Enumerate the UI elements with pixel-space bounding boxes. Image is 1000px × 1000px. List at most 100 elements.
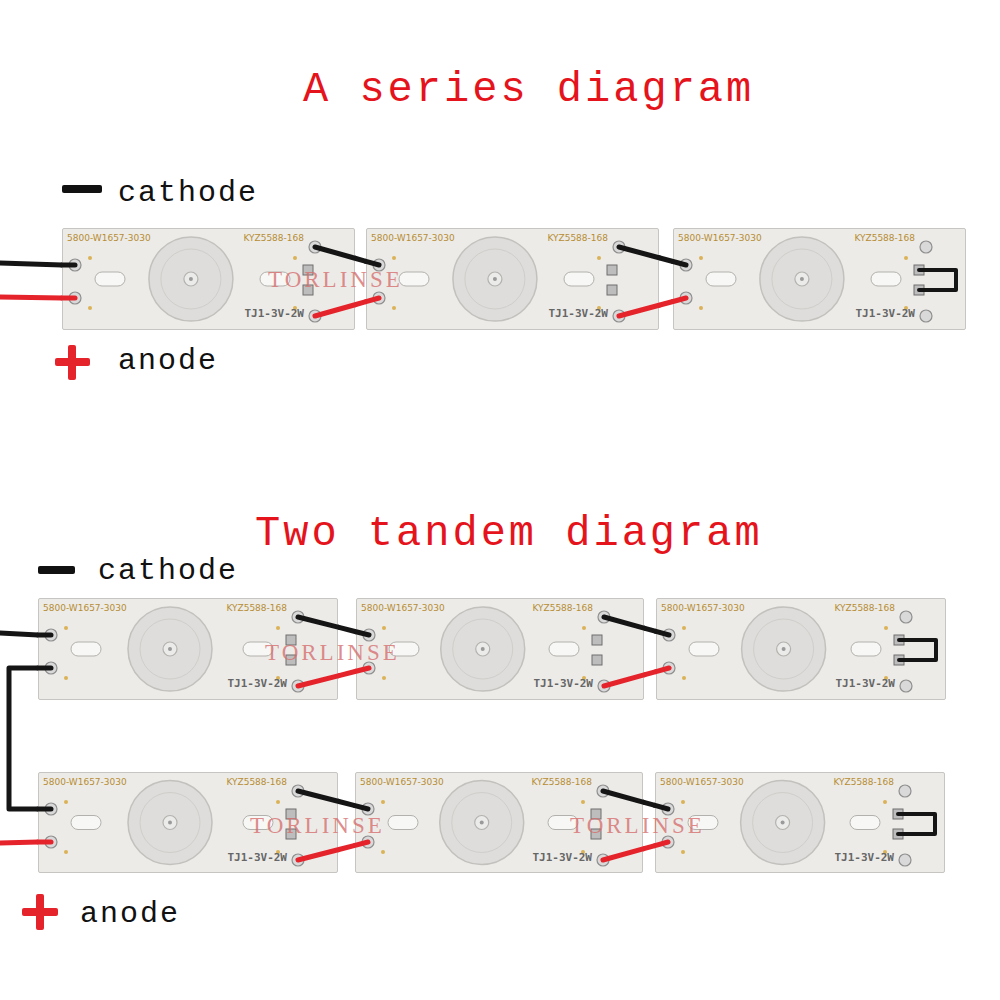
board-code: 5800-W1657-3030 [43, 777, 127, 787]
board-code: 5800-W1657-3030 [371, 233, 455, 243]
mount-slot [850, 816, 880, 830]
polarity-dot [392, 256, 396, 260]
lens-hub [163, 816, 177, 830]
mount-slot [851, 642, 881, 656]
square-pad [607, 285, 617, 295]
board-code: 5800-W1657-3030 [660, 777, 744, 787]
polarity-dot [392, 306, 396, 310]
wire-end [673, 298, 686, 301]
board-code: 5800-W1657-3030 [360, 777, 444, 787]
solder-pad [920, 310, 932, 322]
mount-slot [95, 272, 125, 286]
board-model: KYZ5588-168 [854, 233, 915, 243]
led-lens [741, 781, 825, 865]
lens-hub [777, 642, 791, 656]
mount-slot [71, 642, 101, 656]
led-lens [760, 237, 844, 321]
mount-slot [388, 816, 418, 830]
polarity-dot [883, 800, 887, 804]
lens-ring [753, 793, 813, 853]
mount-slot [549, 642, 579, 656]
board-rating: TJ1-3V-2W [244, 307, 304, 320]
jumper-wire [899, 640, 936, 660]
board-drawing [673, 228, 966, 330]
led-lens [440, 781, 524, 865]
wire-end [656, 668, 669, 672]
lens-ring [772, 249, 832, 309]
board-drawing [366, 228, 659, 330]
wire-end [356, 668, 369, 671]
lens-center [168, 821, 172, 825]
wire-end [298, 676, 338, 686]
lens-center [189, 277, 193, 281]
watermark: TORLINSE [265, 640, 400, 666]
board-rating: TJ1-3V-2W [855, 307, 915, 320]
polarity-dot [682, 626, 686, 630]
board-code: 5800-W1657-3030 [678, 233, 762, 243]
polarity-label: cathode [98, 554, 238, 588]
mount-slot [871, 272, 901, 286]
board-rating: TJ1-3V-2W [533, 677, 593, 690]
polarity-label: cathode [118, 176, 258, 210]
plus-symbol [68, 345, 76, 380]
input-wire-red [0, 842, 38, 843]
polarity-dot [381, 800, 385, 804]
wire-end [355, 842, 368, 845]
wire-end [298, 791, 338, 801]
lens-center [782, 647, 786, 651]
lens-center [480, 821, 484, 825]
wire-end [62, 263, 75, 268]
polarity-dot [904, 256, 908, 260]
jumper-wire [919, 270, 956, 290]
polarity-dot [64, 626, 68, 630]
polarity-label: anode [118, 344, 218, 378]
board-code: 5800-W1657-3030 [661, 603, 745, 613]
lens-hub [476, 642, 490, 656]
mount-slot [399, 272, 429, 286]
led-board: 5800-W1657-3030KYZ5588-168TJ1-3V-2W [656, 598, 946, 700]
mount-slot [689, 642, 719, 656]
wire-end [655, 842, 668, 846]
wire-end [604, 617, 644, 628]
polarity-dot [597, 256, 601, 260]
lens-center [168, 647, 172, 651]
wire-end [366, 298, 379, 302]
watermark: TORLINSE [570, 813, 705, 839]
wire-end [298, 617, 338, 627]
polarity-dot [681, 800, 685, 804]
diagram-heading: Two tandem diagram [255, 510, 763, 558]
wire-end [603, 791, 643, 802]
polarity-dot [276, 626, 280, 630]
minus-symbol [38, 566, 75, 574]
wire-end [604, 675, 644, 686]
board-code: 5800-W1657-3030 [67, 233, 151, 243]
minus-symbol [62, 185, 102, 193]
solder-pad [899, 785, 911, 797]
wire-end [38, 633, 51, 638]
wire-end [315, 305, 355, 316]
board-model: KYZ5588-168 [531, 777, 592, 787]
input-wire-red [0, 297, 62, 298]
wire-end [673, 262, 686, 265]
led-lens [149, 237, 233, 321]
polarity-dot [88, 256, 92, 260]
polarity-dot [699, 256, 703, 260]
polarity-dot [64, 800, 68, 804]
input-wire-black [0, 633, 38, 635]
wire [9, 668, 38, 809]
led-lens [128, 607, 212, 691]
lens-center [481, 647, 485, 651]
wire-end [603, 849, 643, 860]
board-model: KYZ5588-168 [547, 233, 608, 243]
board-rating: TJ1-3V-2W [548, 307, 608, 320]
lens-center [800, 277, 804, 281]
lens-ring [754, 619, 814, 679]
lens-center [781, 821, 785, 825]
board-model: KYZ5588-168 [834, 603, 895, 613]
wire-end [356, 632, 369, 635]
lens-ring [161, 249, 221, 309]
polarity-dot [582, 626, 586, 630]
lens-hub [488, 272, 502, 286]
board-code: 5800-W1657-3030 [361, 603, 445, 613]
board-rating: TJ1-3V-2W [227, 677, 287, 690]
